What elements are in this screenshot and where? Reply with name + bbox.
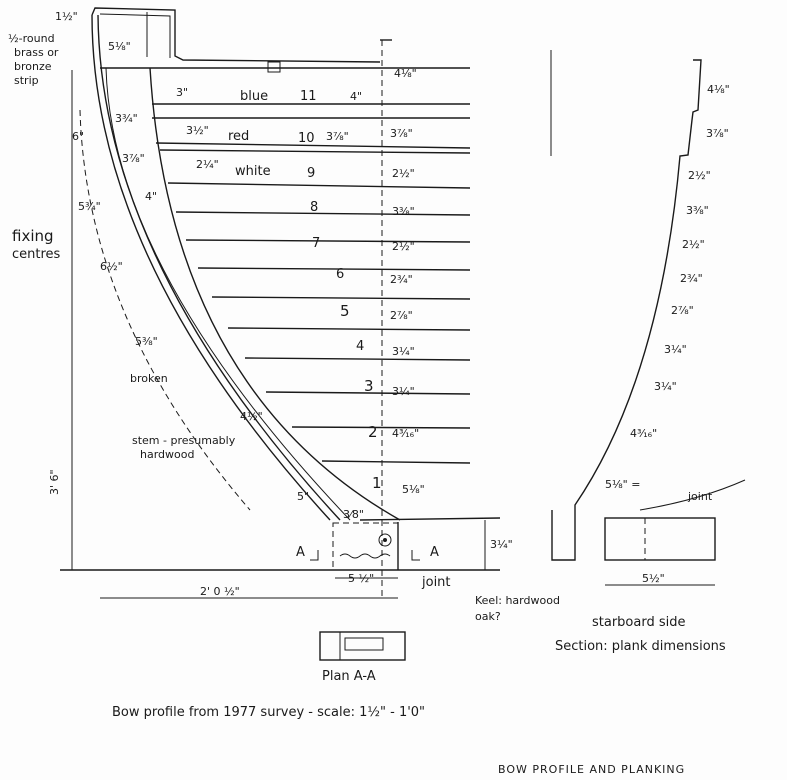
plank-width: 3¼" xyxy=(392,385,415,398)
section-width: 3⅞" xyxy=(706,127,729,140)
section-width: 2⅞" xyxy=(671,304,694,317)
plank-number: 3 xyxy=(364,377,374,395)
strip-label: strip xyxy=(14,74,39,87)
fixing-label: centres xyxy=(12,247,61,262)
page-title: BOW PROFILE AND PLANKING xyxy=(498,763,685,776)
mid-dim: 4" xyxy=(350,90,362,103)
plank-width: 3¼" xyxy=(392,345,415,358)
plank-width: 2⅞" xyxy=(390,309,413,322)
joint-offset: 3⁄8" xyxy=(343,508,364,521)
plank-width: 5⅛" xyxy=(402,483,425,496)
section-width: 4⅛" xyxy=(707,83,730,96)
plank-number: 6 xyxy=(336,267,344,282)
stem-width: 4½" xyxy=(240,410,263,423)
strip-dim: 5⅛" xyxy=(108,40,131,53)
plank-number: 11 xyxy=(300,89,317,104)
stem-width: 3¾" xyxy=(115,112,138,125)
section-mark-a: A xyxy=(430,545,439,560)
plank-width: 3⅞" xyxy=(390,127,413,140)
fixing-dim: 6" xyxy=(72,130,84,143)
fixing-dim: 5¾" xyxy=(78,200,101,213)
section-width: 3⅜" xyxy=(686,204,709,217)
section-scarf-length: 5½" xyxy=(642,572,665,585)
fixing-dim: 5⅜" xyxy=(135,335,158,348)
section-width: 3¼" xyxy=(654,380,677,393)
section-width: 5⅛" = xyxy=(605,478,640,491)
plank-section xyxy=(550,50,746,586)
keel-label: oak? xyxy=(475,610,501,623)
stem-head xyxy=(91,7,470,73)
strip-label: ½-round xyxy=(8,32,55,45)
figure-caption: Bow profile from 1977 survey - scale: 1½… xyxy=(112,705,425,720)
stem-width: 4" xyxy=(145,190,157,203)
plank-width: 2½" xyxy=(392,240,415,253)
stem-label: stem - presumably xyxy=(132,434,236,447)
length-dim: 2' 0 ½" xyxy=(200,585,240,598)
plank-numbers: 11 10 9 8 7 6 5 4 3 2 1 xyxy=(298,89,382,492)
section-width: 2½" xyxy=(682,238,705,251)
plank-depth: 2¼" xyxy=(196,158,219,171)
plank-number: 1 xyxy=(372,474,382,492)
plank-colour-red: red xyxy=(228,129,249,144)
fixing-dim: 6½" xyxy=(100,260,123,273)
section-joint-label: joint xyxy=(687,490,713,503)
plank-number: 2 xyxy=(368,423,378,441)
plank-number: 5 xyxy=(340,302,350,320)
plank-depth: 3½" xyxy=(186,124,209,137)
strip-label: bronze xyxy=(14,60,52,73)
plank-number: 4 xyxy=(356,339,364,354)
plank-number: 9 xyxy=(307,166,315,181)
height-dim: 3' 6" xyxy=(48,469,61,495)
section-side-label: starboard side xyxy=(592,615,686,630)
plank-widths: 4⅛" 3⅞" 2½" 3⅜" 2½" 2¾" 2⅞" 3¼" 3¼" 4³⁄₁… xyxy=(390,67,425,496)
plank-colour-blue: blue xyxy=(240,89,268,104)
section-width: 3¼" xyxy=(664,343,687,356)
top-dim: 1½" xyxy=(55,10,78,23)
plank-colour-white: white xyxy=(235,164,271,179)
plan-a-a xyxy=(319,631,406,661)
plank-width: 3⅜" xyxy=(392,205,415,218)
section-width: 2¾" xyxy=(680,272,703,285)
keel-depth: 3¼" xyxy=(490,538,513,551)
plank-width: 2½" xyxy=(392,167,415,180)
plank-seams xyxy=(152,39,471,600)
fixing-label: fixing xyxy=(12,227,54,245)
section-width: 2½" xyxy=(688,169,711,182)
stem-label: hardwood xyxy=(140,448,194,461)
plank-width: 4⅛" xyxy=(394,67,417,80)
keel xyxy=(60,70,501,599)
mid-dim: 3⅞" xyxy=(326,130,349,143)
plank-number: 8 xyxy=(310,200,318,215)
section-widths: 4⅛" 3⅞" 2½" 3⅜" 2½" 2¾" 2⅞" 3¼" 3¼" 4³⁄₁… xyxy=(605,83,730,491)
plank-number: 10 xyxy=(298,131,315,146)
section-mark-a: A xyxy=(296,545,305,560)
broken-label: broken xyxy=(130,372,168,385)
plank-depth: 3" xyxy=(176,86,188,99)
section-width: 4³⁄₁₆" xyxy=(630,427,657,440)
plank-number: 7 xyxy=(312,236,320,251)
keel-label: Keel: hardwood xyxy=(475,594,560,607)
plan-label: Plan A-A xyxy=(322,669,376,684)
stem-width: 3⅞" xyxy=(122,152,145,165)
strip-label: brass or xyxy=(14,46,59,59)
section-title: Section: plank dimensions xyxy=(555,639,726,654)
plank-width: 2¾" xyxy=(390,273,413,286)
joint-label: joint xyxy=(421,575,451,590)
stem-width: 5" xyxy=(297,490,309,503)
plank-width: 4³⁄₁₆" xyxy=(392,427,419,440)
stem xyxy=(79,14,401,521)
scarf-length: 5 ½" xyxy=(348,572,374,585)
